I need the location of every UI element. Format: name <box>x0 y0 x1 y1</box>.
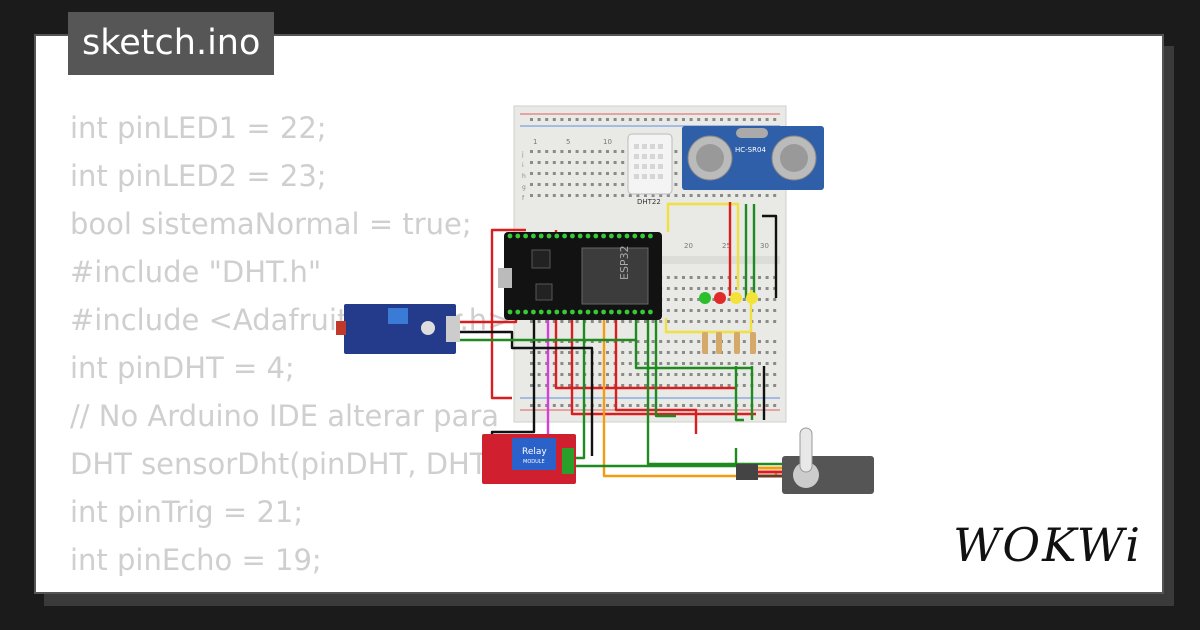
servo-motor <box>736 427 874 494</box>
bb-row-i: i <box>522 162 524 169</box>
code-line: // No Arduino IDE alterar para <box>70 399 500 433</box>
file-name-tab: sketch.ino <box>68 12 275 75</box>
bb-col-10: 10 <box>603 138 612 146</box>
code-line: int pinLED2 = 23; <box>70 159 327 193</box>
bb-row-f: f <box>522 195 525 202</box>
relay-label: Relay <box>522 447 547 457</box>
preview-card: int pinLED1 = 22; int pinLED2 = 23; bool… <box>34 34 1164 594</box>
ultrasonic-sensor: HC-SR04 <box>682 126 824 190</box>
bb-row-j: j <box>521 151 524 158</box>
wokwi-logo: WOKWi <box>953 518 1142 572</box>
code-line: int pinTrig = 21; <box>70 495 304 529</box>
esp32-board: ESP32 <box>498 232 662 320</box>
bb-col-20: 20 <box>684 242 693 250</box>
code-line: int pinEcho = 19; <box>70 543 322 577</box>
bb-col-25: 25 <box>722 242 731 250</box>
code-line: bool sistemaNormal = true; <box>70 207 472 241</box>
esp32-pins <box>507 233 653 315</box>
code-line: int pinDHT = 4; <box>70 351 295 385</box>
dht22-sensor: DHT22 <box>627 133 673 206</box>
relay-sub-label: MODULE <box>523 459 545 465</box>
dht22-label: DHT22 <box>637 198 661 206</box>
code-line: int pinLED1 = 22; <box>70 111 327 145</box>
bb-col-30: 30 <box>760 242 769 250</box>
bb-row-h: h <box>522 173 526 180</box>
hcsr04-label: HC-SR04 <box>735 146 766 154</box>
ldr-sensor-module <box>336 304 460 354</box>
bb-col-1: 1 <box>533 138 537 146</box>
code-line: #include "DHT.h" <box>70 255 322 289</box>
circuit-diagram: 1 5 10 20 25 30 j i h g f <box>336 105 874 494</box>
relay-module: Relay MODULE <box>482 434 576 484</box>
esp32-label: ESP32 <box>618 245 631 280</box>
led-array <box>699 292 758 354</box>
bb-col-5: 5 <box>566 138 570 146</box>
code-line: #include <ESP32Servo.h> <box>70 584 546 592</box>
bb-row-g: g <box>522 184 526 191</box>
code-preview: int pinLED1 = 22; int pinLED2 = 23; bool… <box>70 104 546 592</box>
